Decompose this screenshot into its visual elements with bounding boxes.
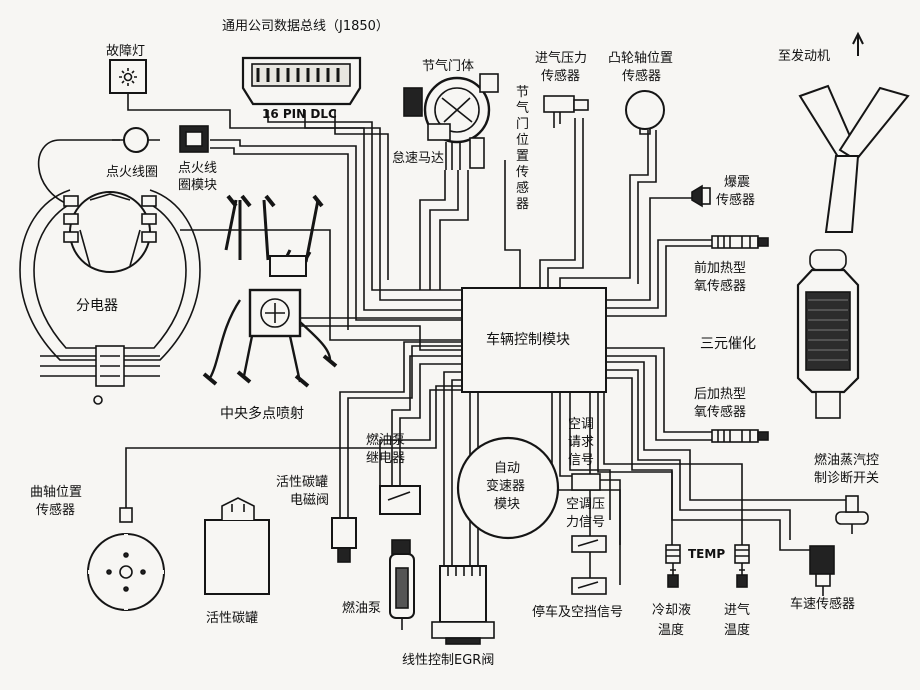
exhaust-manifold-icon xyxy=(798,31,910,233)
ignition-module-label-2: 圈模块 xyxy=(178,178,217,193)
park-neutral-label: 停车及空挡信号 xyxy=(532,604,623,620)
egr-valve-icon xyxy=(431,565,495,645)
front-o2-label-2: 氧传感器 xyxy=(694,278,746,294)
canister-solenoid-label-2: 电磁阀 xyxy=(290,493,329,508)
charcoal-canister-icon xyxy=(204,497,270,595)
fuel-relay-label-2: 继电器 xyxy=(366,451,405,466)
tps-label: 节气门位置传感器 xyxy=(516,85,529,212)
park-neutral-switch-icon xyxy=(571,577,607,595)
ac-request-label-3: 信号 xyxy=(568,453,594,468)
transmission-module-icon xyxy=(456,436,560,540)
crank-label-2: 传感器 xyxy=(36,502,75,518)
rear-o2-sensor-icon xyxy=(711,429,769,443)
map-label-1: 进气压力 xyxy=(535,50,587,66)
ignition-module-label-1: 点火线 xyxy=(178,161,217,176)
engine-direction-label: 至发动机 xyxy=(778,48,830,64)
crank-sensor-icon xyxy=(87,507,165,611)
rear-o2-label-2: 氧传感器 xyxy=(694,404,746,420)
distributor-icon xyxy=(19,189,201,405)
fuel-pump-label: 燃油泵 xyxy=(342,600,381,616)
catalytic-converter-icon xyxy=(796,249,860,419)
ecm-box xyxy=(461,287,607,393)
ac-pressure-switch-icon xyxy=(571,535,607,553)
throttle-body-icon xyxy=(403,73,499,170)
ac-request-label-1: 空调 xyxy=(568,417,594,432)
dlc-connector-icon xyxy=(241,56,362,106)
distributor-label: 分电器 xyxy=(76,298,118,314)
map-sensor-icon xyxy=(543,95,589,128)
map-label-2: 传感器 xyxy=(541,68,580,84)
canister-solenoid-label-1: 活性碳罐 xyxy=(276,475,328,490)
fuel-pump-relay-icon xyxy=(379,485,421,515)
knock-label-1: 爆震 xyxy=(724,175,750,190)
fuel-relay-label-1: 燃油泵 xyxy=(366,432,405,448)
ignition-coil-label: 点火线圈 xyxy=(106,165,158,180)
knock-sensor-icon xyxy=(691,184,711,208)
ac-pressure-label-2: 力信号 xyxy=(566,515,605,530)
bus-label: 通用公司数据总线（J1850） xyxy=(222,19,389,34)
rear-o2-label-1: 后加热型 xyxy=(694,387,746,402)
ac-request-switch-icon xyxy=(571,473,601,491)
central-injection-label: 中央多点喷射 xyxy=(220,405,304,422)
cam-sensor-icon xyxy=(625,90,665,135)
canister-solenoid-icon xyxy=(331,517,357,563)
knock-label-2: 传感器 xyxy=(716,192,755,208)
trans-label-1: 自动 xyxy=(494,461,520,476)
temp-label: TEMP xyxy=(688,547,725,561)
ecm-label: 车辆控制模块 xyxy=(486,331,570,348)
vehicle-speed-sensor-icon xyxy=(809,545,835,596)
intake-label-1: 进气 xyxy=(724,602,750,618)
intake-temp-sensor-icon xyxy=(734,544,750,588)
front-o2-sensor-icon xyxy=(711,235,769,249)
coolant-temp-sensor-icon xyxy=(665,544,681,588)
fault-lamp-label: 故障灯 xyxy=(106,44,145,59)
evap-label-1: 燃油蒸汽控 xyxy=(814,452,879,468)
evap-switch-icon xyxy=(835,495,869,534)
crank-label-1: 曲轴位置 xyxy=(30,485,82,500)
coolant-label-1: 冷却液 xyxy=(652,603,691,618)
evap-label-2: 制诊断开关 xyxy=(814,471,879,486)
trans-label-2: 变速器 xyxy=(486,478,525,494)
throttle-body-label: 节气门体 xyxy=(422,58,474,74)
catalyst-label: 三元催化 xyxy=(700,336,756,352)
front-o2-label-1: 前加热型 xyxy=(694,260,746,276)
egr-label: 线性控制EGR阀 xyxy=(402,653,494,668)
canister-label: 活性碳罐 xyxy=(206,611,258,626)
idle-motor-label: 怠速马达 xyxy=(392,150,444,166)
vss-label: 车速传感器 xyxy=(790,596,855,612)
cam-label-2: 传感器 xyxy=(622,68,661,84)
cam-label-1: 凸轮轴位置 xyxy=(608,51,673,66)
dlc-label: 16 PIN DLC xyxy=(262,107,337,121)
ac-request-label-2: 请求 xyxy=(568,435,594,450)
wiring-harness xyxy=(37,93,846,585)
fuel-pump-icon xyxy=(389,539,415,630)
ignition-coil-icon xyxy=(112,127,160,153)
central-injection-icon xyxy=(202,194,338,388)
fault-lamp-icon xyxy=(109,59,147,94)
trans-label-3: 模块 xyxy=(494,497,520,512)
ac-pressure-label-1: 空调压 xyxy=(566,497,605,512)
ignition-module-icon xyxy=(179,125,209,153)
intake-label-2: 温度 xyxy=(724,622,750,638)
coolant-label-2: 温度 xyxy=(658,622,684,638)
